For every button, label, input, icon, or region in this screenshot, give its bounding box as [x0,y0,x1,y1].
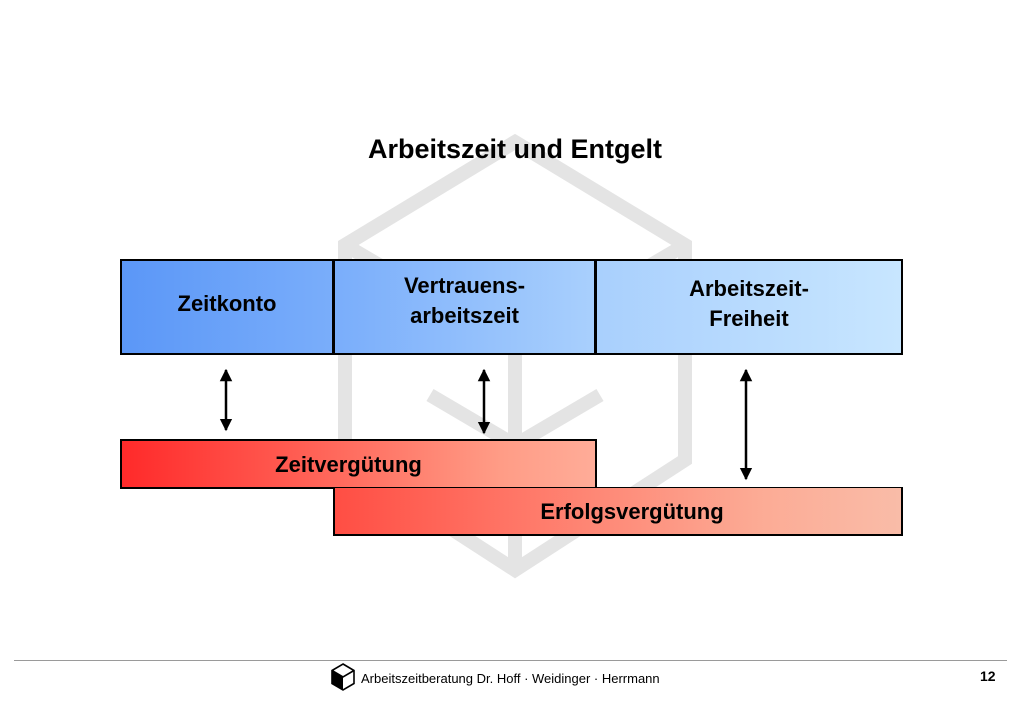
zeitverguetung-label: Zeitvergütung [275,452,422,477]
vertrauensarbeitszeit-label-line1: Vertrauens- [403,273,526,299]
zeitverguetung-bar: Zeitvergütung [120,439,597,489]
vertrauensarbeitszeit-label-line2: arbeitszeit [410,303,519,328]
vertrauensarbeitszeit-segment: Vertrauens- arbeitszeit [335,261,597,353]
arbeitszeitfreiheit-segment: Arbeitszeit- Freiheit [597,261,901,353]
footer-company-name: Arbeitszeitberatung Dr. Hoff · Weidinger… [361,671,660,686]
zeitkonto-label: Zeitkonto [177,291,277,317]
erfolgsverguetung-bar: Erfolgsvergütung [333,487,903,536]
zeitkonto-segment: Zeitkonto [122,261,335,353]
arbeitszeit-models-bar: Zeitkonto Vertrauens- arbeitszeit Arbeit… [120,259,903,355]
arbeitszeitfreiheit-label-line2: Freiheit [709,306,789,331]
company-logo-icon [331,663,355,691]
erfolgsverguetung-label: Erfolgsvergütung [540,499,724,524]
arbeitszeitfreiheit-label-line1: Arbeitszeit- [689,276,809,302]
slide-title: Arbeitszeit und Entgelt [367,134,662,164]
footer-divider [14,660,1007,661]
page-number: 12 [980,668,996,684]
